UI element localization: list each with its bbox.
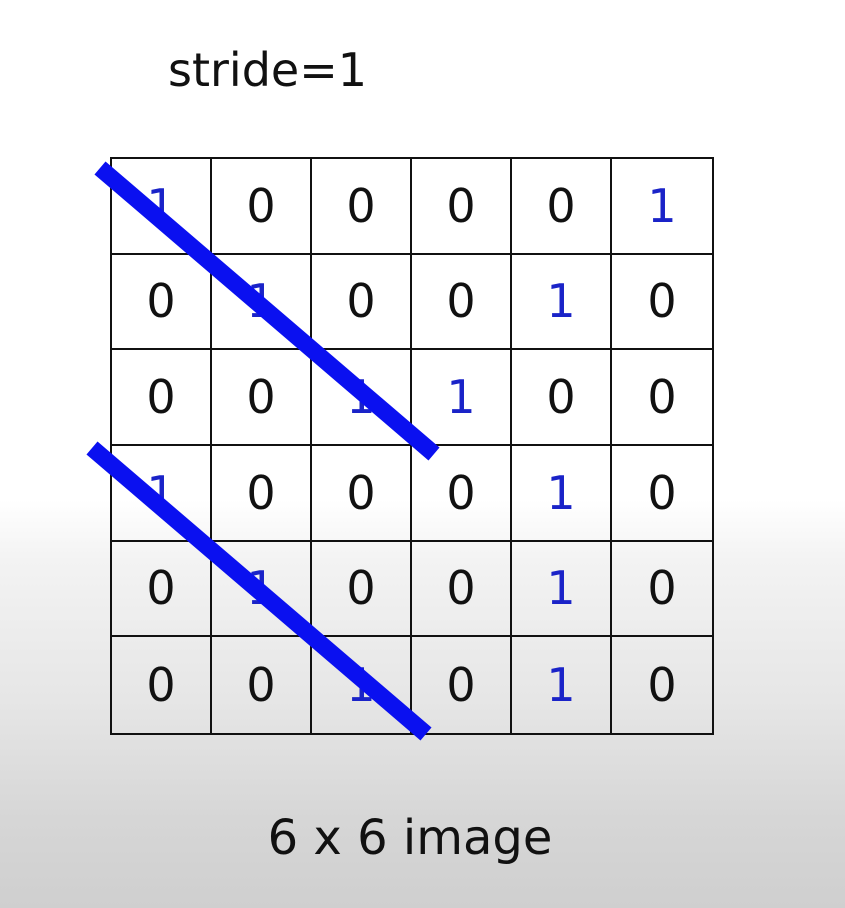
matrix-cell-r2-c1: 0 bbox=[212, 350, 312, 446]
matrix-cell-r5-c5: 0 bbox=[647, 658, 677, 713]
matrix-cell-r1-c0: 0 bbox=[112, 254, 212, 351]
matrix-cell-r4-c1: 1 bbox=[212, 541, 312, 638]
matrix-cell-r1-c4: 1 bbox=[512, 254, 612, 351]
matrix-cell-r2-c2: 1 bbox=[312, 350, 412, 446]
matrix-cell-r5-c2: 1 bbox=[312, 637, 412, 733]
matrix-cell-r4-c3: 0 bbox=[412, 541, 512, 638]
matrix-cell-r4-c4: 1 bbox=[512, 541, 612, 638]
matrix-cell-r3-c4: 1 bbox=[512, 445, 612, 542]
matrix-cell-r3-c1: 0 bbox=[212, 445, 312, 542]
matrix-cell-r5-c0: 0 bbox=[112, 637, 212, 733]
matrix-cell-r4-c2: 0 bbox=[312, 541, 412, 638]
matrix-cell-r1-c2: 0 bbox=[312, 254, 412, 351]
matrix-cell-r2-c5: 0 bbox=[612, 350, 712, 446]
matrix-cell-r0-c0: 1 bbox=[112, 159, 212, 255]
matrix-cell-r4-c5: 0 bbox=[612, 542, 712, 638]
matrix-cell-r0-c5: 1 bbox=[612, 159, 712, 255]
matrix-cell-r2-c3: 1 bbox=[412, 350, 512, 446]
matrix-cell-r5-c3: 0 bbox=[412, 637, 512, 733]
matrix-cell-r4-c0: 0 bbox=[112, 541, 212, 638]
matrix-cell-r1-c3: 0 bbox=[412, 254, 512, 351]
matrix-cell-r0-c1: 0 bbox=[212, 159, 312, 255]
matrix-cell-r2-c4: 0 bbox=[512, 350, 612, 446]
stride-label: stride=1 bbox=[168, 43, 368, 97]
matrix-cell-r0-c4: 0 bbox=[512, 159, 612, 255]
matrix-cell-r3-c5: 0 bbox=[612, 446, 712, 542]
matrix-cell-r5-c1: 0 bbox=[212, 637, 312, 733]
matrix-cell-r0-c2: 0 bbox=[312, 159, 412, 255]
matrix-cell-r3-c3: 0 bbox=[412, 445, 512, 542]
matrix-cell-r1-c1: 1 bbox=[212, 254, 312, 351]
matrix-cell-r3-c0: 1 bbox=[112, 445, 212, 542]
matrix-cell-r3-c2: 0 bbox=[312, 445, 412, 542]
matrix-cell-r0-c3: 0 bbox=[412, 159, 512, 255]
matrix-cell-r1-c5: 0 bbox=[612, 255, 712, 351]
image-caption: 6 x 6 image bbox=[267, 810, 553, 866]
matrix-cell-r2-c0: 0 bbox=[112, 350, 212, 446]
matrix-cell-r5-c4: 1 bbox=[512, 637, 612, 733]
